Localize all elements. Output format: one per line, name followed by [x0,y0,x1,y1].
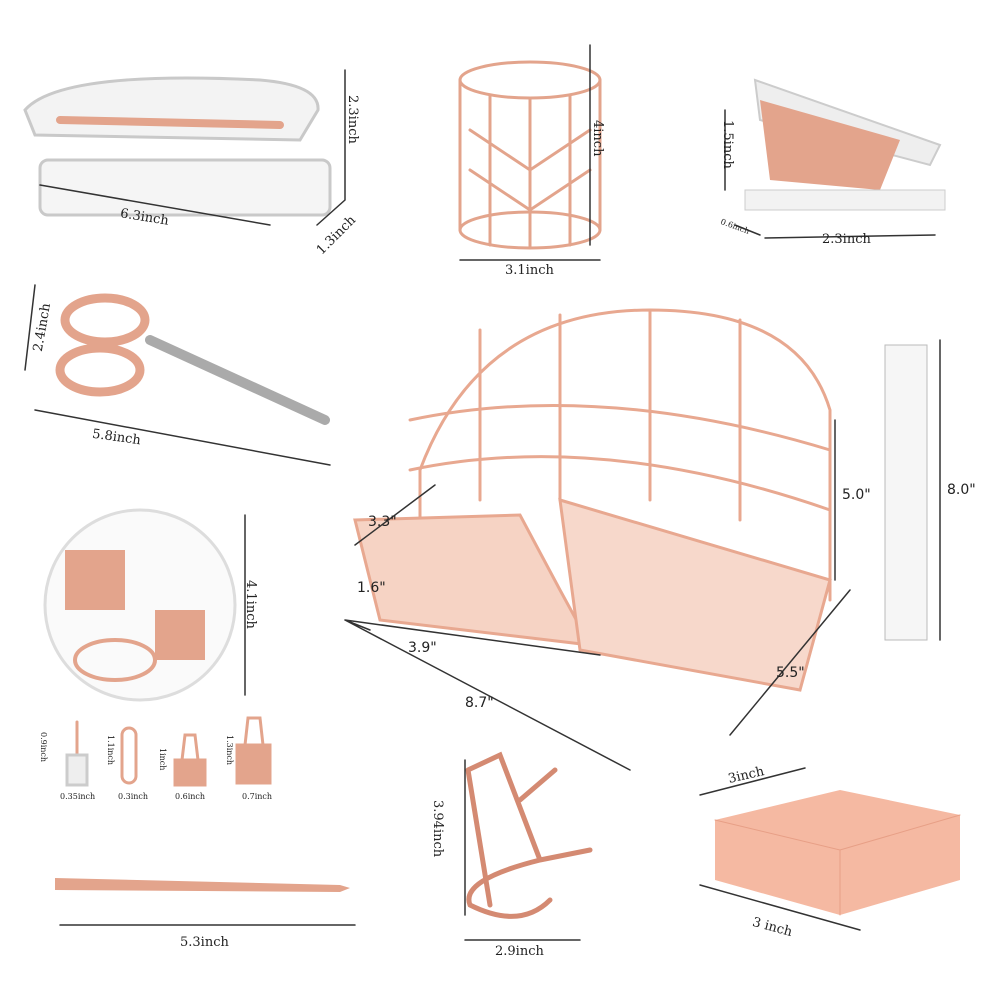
staple-remover-image [744,78,946,211]
ruler-length-label: 8.0" [947,482,976,498]
organizer-length-label: 8.7" [465,695,494,711]
sticky-notes-image [714,790,961,916]
organizer-drawer-depth-label: 3.3" [368,514,397,530]
pencil-cup-diameter-label: 3.1inch [505,263,554,278]
organizer-drawer-width-label: 3.9" [408,640,437,656]
clip-box-image [43,508,237,702]
stapler-image [23,76,332,217]
organizer-depth-label: 5.5" [776,665,805,681]
paper-clip-height-label: 1.1inch [106,735,115,766]
phone-stand-image [465,751,593,919]
staple-remover-height-label: 1.5inch [720,120,735,169]
dimension-arrows [24,44,941,941]
ruler-image [884,344,928,641]
staple-remover-length-label: 2.3inch [822,232,871,247]
push-pin-height-label: 0.9inch [39,732,48,763]
pen-image [55,878,350,892]
small-binder-clip-height-label: 1inch [158,748,167,771]
phone-stand-width-label: 2.9inch [495,944,544,959]
clip-box-diameter-label: 4.1inch [243,580,258,629]
phone-stand-height-label: 3.94inch [430,800,445,858]
pencil-cup-height-label: 4inch [590,120,605,157]
paper-clip-width-label: 0.3inch [118,792,149,801]
organizer-height-label: 5.0" [842,487,871,503]
pen-length-label: 5.3inch [180,935,229,950]
pencil-cup-image [458,60,602,250]
small-binder-clip-width-label: 0.6inch [175,792,206,801]
organizer-drawer-height-label: 1.6" [357,580,386,596]
small-items-images [65,716,272,787]
large-binder-clip-height-label: 1.3inch [225,735,234,766]
large-binder-clip-width-label: 0.7inch [242,792,273,801]
scissors-image [55,293,330,425]
stapler-height-label: 2.3inch [345,95,360,144]
organizer-image [353,308,832,692]
push-pin-width-label: 0.35inch [60,792,96,801]
